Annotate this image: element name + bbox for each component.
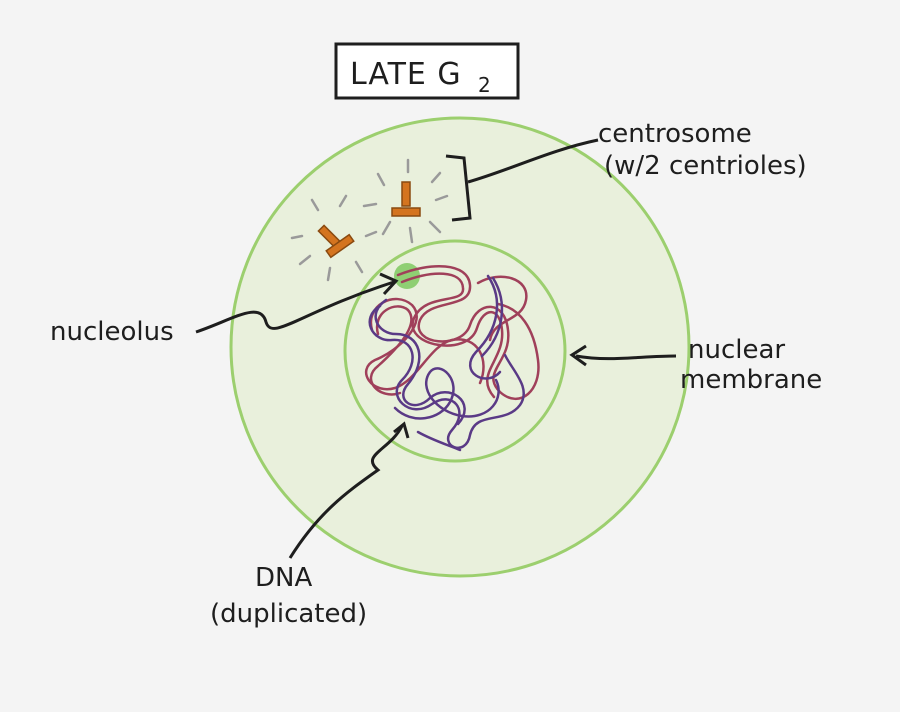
dna-arrowhead: [393, 421, 410, 439]
label-dna: DNA: [255, 563, 312, 593]
centriole-1b: [391, 207, 421, 217]
centriole-2b: [325, 233, 355, 259]
centrioles: [317, 181, 421, 259]
label-centrosome: centrosome: [598, 119, 752, 149]
label-nuclear: nuclear: [688, 335, 785, 365]
title-box: LATE G 2: [334, 42, 520, 100]
nucleolus-arrowhead: [379, 272, 399, 296]
nuclear-membrane-arrowhead: [569, 344, 587, 367]
centriole-1a: [401, 181, 411, 207]
dna-purple: [368, 274, 525, 452]
microtubules: [290, 158, 449, 282]
dna-arrow: [288, 425, 404, 559]
label-duplicated: (duplicated): [210, 599, 367, 629]
title-main: LATE G: [350, 57, 462, 92]
dna-strands: [364, 265, 540, 452]
title-subscript: 2: [478, 73, 491, 97]
centrosome-pointer-line: [467, 138, 599, 184]
label-membrane: membrane: [680, 365, 822, 395]
label-nucleolus: nucleolus: [50, 317, 174, 347]
nuclear-membrane-arrow: [575, 354, 677, 361]
title-frame: [334, 42, 520, 100]
nucleolus-arrow: [195, 280, 395, 334]
centrosome-bracket: [445, 154, 472, 222]
label-centrioles: (w/2 centrioles): [604, 151, 807, 181]
nuclear-membrane: [343, 239, 567, 463]
dna-red: [364, 265, 540, 400]
